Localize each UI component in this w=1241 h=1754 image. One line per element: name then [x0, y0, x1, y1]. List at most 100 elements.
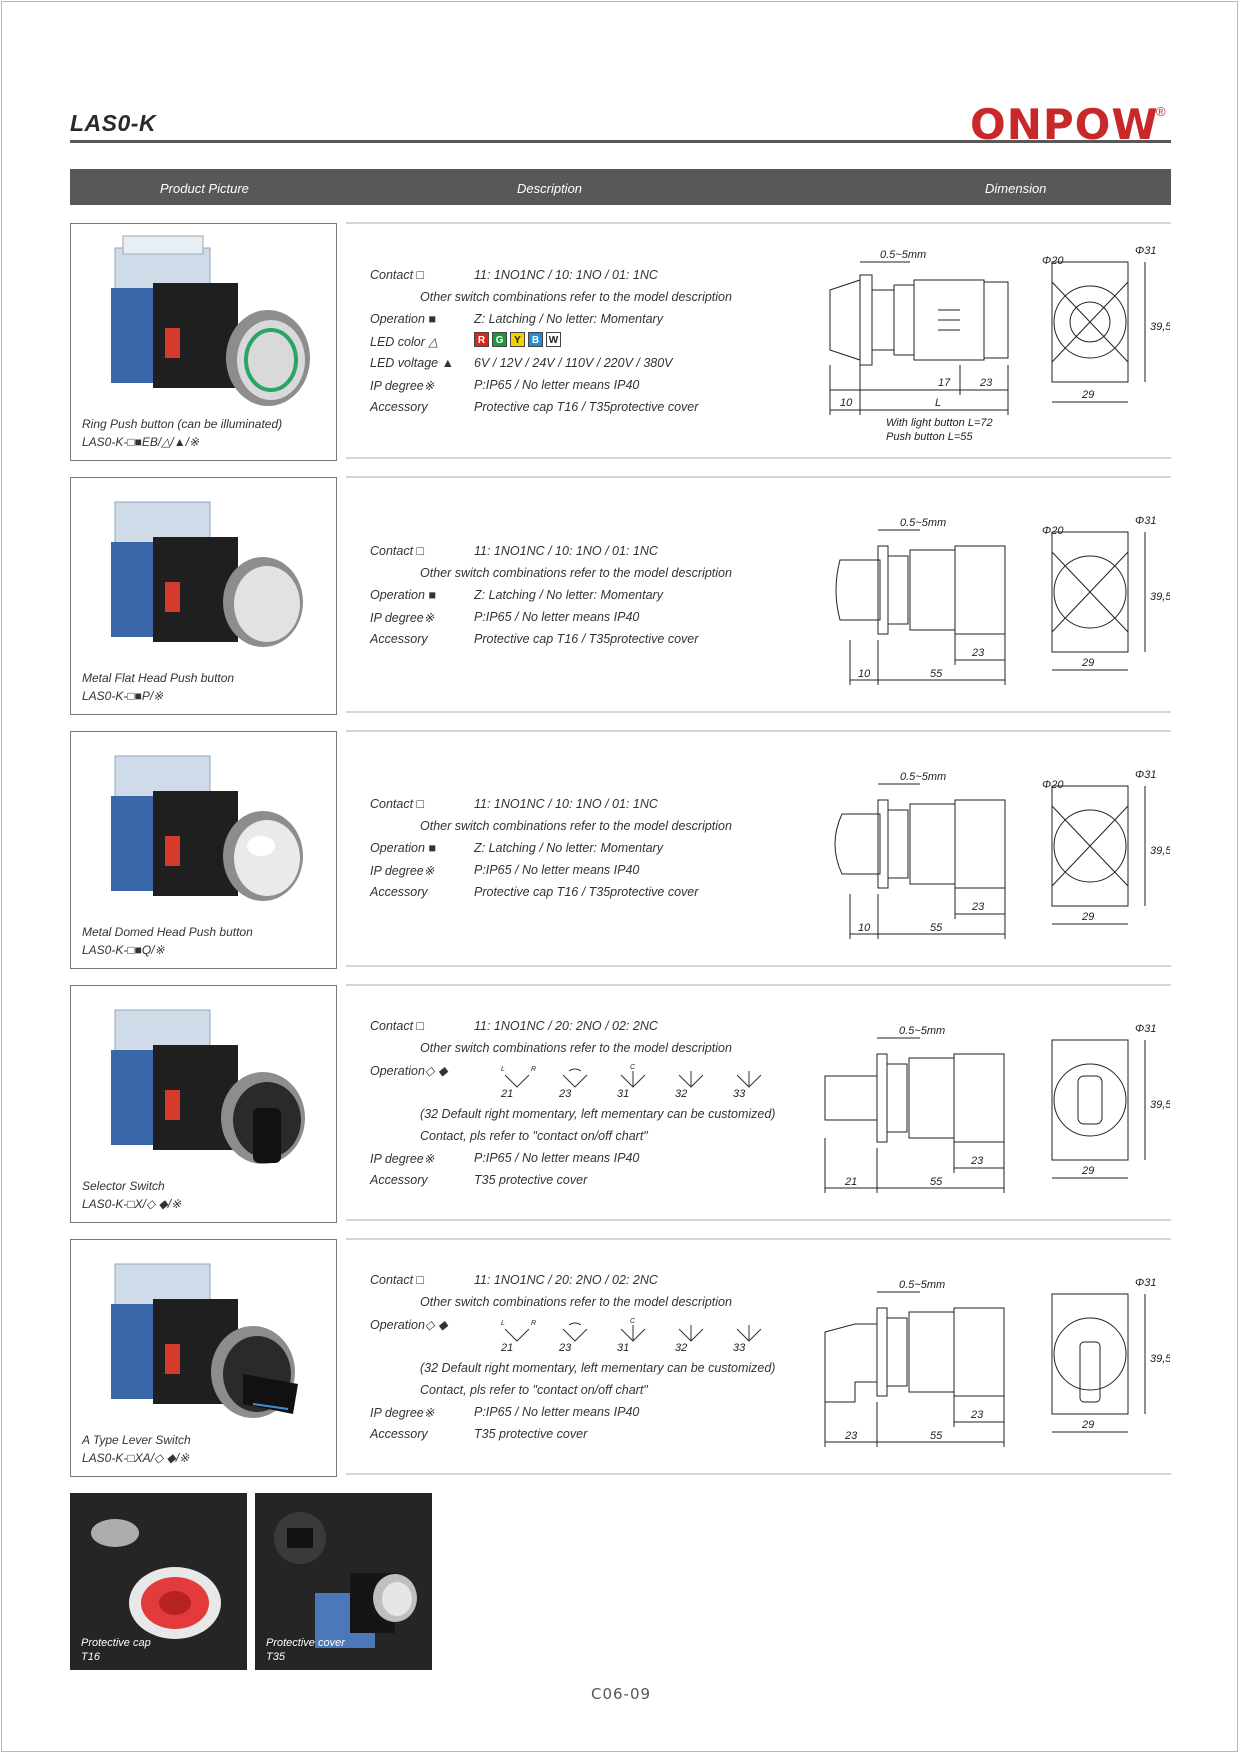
dim-gap: 0.5~5mm — [899, 1279, 945, 1291]
desc-value: P:IP65 / No letter means IP40 — [474, 1405, 640, 1419]
registered-mark: ® — [1156, 104, 1166, 119]
desc-label: IP degree※ — [370, 1406, 435, 1420]
desc-label: IP degree※ — [370, 1152, 435, 1166]
dim-b: 55 — [930, 1430, 943, 1442]
dim-w: 29 — [1081, 1419, 1094, 1431]
dim-d: 23 — [979, 377, 993, 389]
position-label: 31 — [617, 1088, 629, 1099]
dim-a: 10 — [858, 922, 871, 934]
position-label: 21 — [500, 1342, 513, 1353]
table-header: Product Picture Description Dimension — [70, 169, 1171, 205]
product-caption: A Type Lever Switch — [82, 1433, 191, 1447]
row-divider — [346, 1473, 1171, 1475]
accessory-code: T35 — [266, 1651, 285, 1663]
desc-label: Contact □ — [370, 797, 425, 811]
switch-position-diagrams: 21 23 31 32 33 L R C — [500, 1064, 762, 1099]
dim-d1: Φ20 — [1042, 525, 1064, 537]
row-divider — [346, 457, 1171, 459]
product-description: Contact □ 11: 1NO1NC / 10: 1NO / 01: 1NC… — [370, 797, 790, 899]
product-description: Contact □ 11: 1NO1NC / 20: 2NO / 02: 2NC… — [370, 1273, 810, 1441]
product-caption: Metal Flat Head Push button — [82, 671, 235, 685]
desc-label: Accessory — [370, 1173, 428, 1187]
desc-value: P:IP65 / No letter means IP40 — [474, 610, 640, 624]
position-letter-l: L — [501, 1066, 505, 1073]
desc-value: Contact, pls refer to "contact on/off ch… — [420, 1383, 648, 1397]
position-letter-c: C — [630, 1064, 636, 1071]
desc-label: IP degree※ — [370, 379, 435, 393]
dimension-drawing: 0.5~5mm 21 55 23 Φ31 39,5 29 — [824, 1023, 1170, 1193]
led-red: R — [474, 332, 489, 348]
protective-cover-illustration — [274, 1512, 417, 1648]
dim-w: 29 — [1081, 911, 1094, 923]
desc-label: Contact □ — [370, 268, 425, 282]
dim-w: 29 — [1081, 1165, 1094, 1177]
desc-value: T35 protective cover — [474, 1427, 588, 1441]
position-label: 32 — [675, 1088, 687, 1099]
product-image-metal-flat-head: Metal Flat Head Push button LAS0-K-□■P/※ — [70, 477, 337, 715]
dim-w: 29 — [1081, 389, 1094, 401]
title-divider — [70, 140, 1171, 143]
desc-value: Protective cap T16 / T35protective cover — [474, 885, 699, 899]
accessory-name: Protective cap — [81, 1637, 151, 1649]
dim-d2: Φ31 — [1135, 245, 1156, 257]
desc-value: Contact, pls refer to "contact on/off ch… — [420, 1129, 648, 1143]
desc-value: Other switch combinations refer to the m… — [420, 566, 732, 580]
led-blue: B — [528, 332, 543, 348]
position-label: 23 — [558, 1088, 572, 1099]
desc-value: 11: 1NO1NC / 20: 2NO / 02: 2NC — [474, 1273, 658, 1287]
dim-h: 39,5 — [1150, 591, 1170, 603]
row-divider — [346, 1238, 1171, 1240]
product-model-code: LAS0-K-□■EB/△/▲/※ — [82, 435, 200, 449]
desc-value: Protective cap T16 / T35protective cover — [474, 400, 699, 414]
product-image-selector-switch: Selector Switch LAS0-K-□X/◇ ◆/※ — [70, 985, 337, 1223]
dim-gap: 0.5~5mm — [880, 249, 926, 261]
dim-d2: Φ31 — [1135, 1023, 1156, 1035]
position-letter-r: R — [531, 1066, 536, 1073]
dim-note-push: Push button L=55 — [886, 431, 973, 443]
dimension-drawing: 0.5~5mm 10 55 23 Φ20 Φ31 39,5 29 — [834, 769, 1170, 939]
product-image-metal-domed-head: Metal Domed Head Push button LAS0-K-□■Q/… — [70, 731, 337, 969]
desc-label: Accessory — [370, 885, 428, 899]
header-description: Description — [517, 181, 583, 196]
desc-value: Other switch combinations refer to the m… — [420, 819, 732, 833]
led-green: G — [492, 332, 507, 348]
desc-label: IP degree※ — [370, 611, 435, 625]
product-model-code: LAS0-K-□X/◇ ◆/※ — [82, 1197, 182, 1211]
desc-label: Accessory — [370, 1427, 428, 1441]
dim-b: 55 — [930, 922, 943, 934]
product-image-ring-push-button: Ring Push button (can be illuminated) LA… — [70, 223, 337, 461]
dim-c: 17 — [938, 377, 951, 389]
desc-value: 6V / 12V / 24V / 110V / 220V / 380V — [474, 356, 673, 370]
position-letter-c: C — [630, 1318, 636, 1325]
dim-a: 10 — [840, 397, 853, 409]
desc-value: T35 protective cover — [474, 1173, 588, 1187]
desc-value: Z: Latching / No letter: Momentary — [474, 841, 663, 855]
dim-d2: Φ31 — [1135, 769, 1156, 781]
desc-label: LED voltage ▲ — [370, 356, 454, 370]
product-description: Contact □ 11: 1NO1NC / 10: 1NO / 01: 1NC… — [370, 268, 790, 418]
desc-label: Accessory — [370, 400, 428, 414]
dim-h: 39,5 — [1150, 1099, 1170, 1111]
dim-d1: Φ20 — [1042, 255, 1064, 267]
selector-switch-illustration — [111, 1009, 305, 1164]
product-caption: Selector Switch — [82, 1179, 165, 1193]
desc-value: 11: 1NO1NC / 10: 1NO / 01: 1NC — [474, 268, 658, 282]
desc-value: P:IP65 / No letter means IP40 — [474, 863, 640, 877]
desc-label: Operation ■ — [370, 588, 436, 602]
dimension-drawing: 0.5~5mm 10 55 23 Φ20 Φ31 39,5 29 — [835, 515, 1170, 685]
row-divider — [346, 965, 1171, 967]
dim-d1: Φ20 — [1042, 779, 1064, 791]
metal-flat-head-illustration — [111, 501, 303, 647]
desc-label: LED color △ — [370, 335, 438, 349]
row-divider — [346, 1219, 1171, 1221]
desc-label: Operation ■ — [370, 841, 436, 855]
desc-label: Contact □ — [370, 1019, 425, 1033]
product-image-a-type-lever-switch: A Type Lever Switch LAS0-K-□XA/◇ ◆/※ — [70, 1239, 337, 1477]
dim-a: 23 — [844, 1430, 858, 1442]
header-dimension: Dimension — [985, 181, 1047, 196]
header-product-picture: Product Picture — [160, 181, 249, 196]
dim-l: L — [935, 397, 941, 409]
desc-value: 11: 1NO1NC / 10: 1NO / 01: 1NC — [474, 797, 658, 811]
dim-b: 55 — [930, 668, 943, 680]
